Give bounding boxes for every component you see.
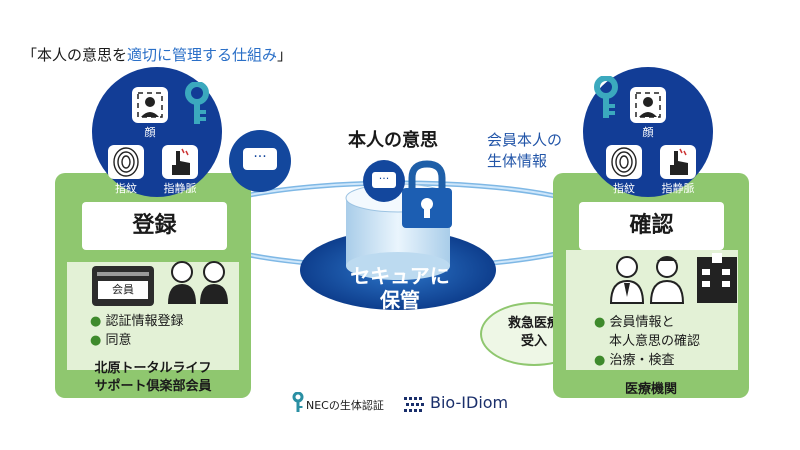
member-card: 会員 (92, 266, 154, 306)
finger-vein-label: 指静脈 (163, 182, 197, 195)
key-icon (185, 82, 209, 124)
diagram-title: 「本人の意思を適切に管理する仕組み」 (22, 46, 293, 64)
chat-icon: ··· (243, 148, 277, 170)
bullet-item: ● 会員情報と (594, 315, 675, 330)
bio-idiom-brand: Bio-IDiom (430, 393, 509, 412)
member-biometric-caption: 会員本人の 生体情報 (487, 131, 563, 170)
member-card-label: 会員 (98, 281, 148, 299)
bio-idiom-logo-icon (404, 397, 424, 412)
confirmation-label: 確認 (579, 202, 724, 250)
finger-vein-icon (162, 145, 198, 179)
finger-vein-icon (660, 145, 696, 179)
will-label: 本人の意思 (348, 130, 438, 151)
face-icon (132, 87, 168, 123)
bullet-item: ● 同意 (90, 333, 132, 348)
confirmation-bullets: ● 会員情報と 本人意思の確認 ● 治療・検査 (594, 313, 700, 370)
face-label: 顔 (642, 126, 654, 139)
face-icon (630, 87, 666, 123)
secure-storage-label: セキュアに 保管 (350, 264, 450, 312)
padlock-icon (402, 160, 452, 228)
finger-vein-label: 指静脈 (661, 182, 695, 195)
nec-key-icon (292, 392, 304, 412)
face-label: 顔 (144, 126, 156, 139)
fingerprint-icon (108, 145, 144, 179)
registration-bullets: ● 認証情報登録 ● 同意 (90, 312, 184, 350)
bullet-item: 本人意思の確認 (609, 334, 701, 349)
center-message-bubble: ··· (363, 160, 405, 202)
chat-icon: ··· (372, 172, 396, 188)
key-icon (594, 76, 618, 118)
members-couple-icon (168, 261, 228, 304)
fingerprint-label: 指紋 (115, 182, 137, 195)
member-org: 北原トータルライフ サポート倶楽部会員 (94, 361, 212, 394)
nec-biometric-label: NECの生体認証 (306, 399, 384, 412)
registration-label: 登録 (82, 202, 227, 250)
bullet-item: ● 認証情報登録 (90, 314, 184, 329)
medical-institution: 医療機関 (624, 382, 677, 397)
bullet-item: ● 治療・検査 (594, 353, 675, 368)
left-message-bubble: ··· (229, 130, 291, 192)
fingerprint-label: 指紋 (613, 182, 635, 195)
medical-staff-icon (609, 253, 737, 304)
fingerprint-icon (606, 145, 642, 179)
